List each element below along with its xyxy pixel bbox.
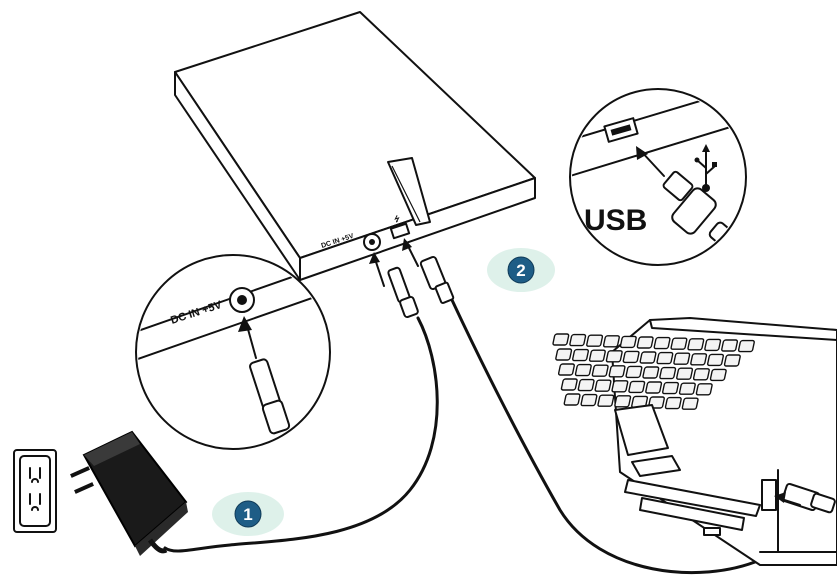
keyboard-key [608,365,626,378]
keyboard-key [611,380,629,393]
keyboard-key [642,366,660,379]
keyboard-key [639,351,657,364]
keyboard-key [594,379,612,392]
keyboard-key [704,338,722,352]
keyboard-key [555,348,573,361]
laptop [552,317,837,566]
external-drive: DC IN +5V ⭍ [174,11,536,281]
keyboard-key [706,353,725,367]
keyboard-key [659,366,677,380]
keyboard-key [560,378,578,391]
dc-plug-at-drive [369,252,419,319]
keyboard-key [614,395,632,408]
keyboard-key [709,368,727,382]
keyboard-key [628,380,646,394]
keyboard-key [681,397,699,410]
step-1-badge: 1 [212,492,284,536]
keyboard-key [737,339,755,353]
keyboard-key [552,333,570,346]
keyboard-key [572,348,590,362]
laptop-keyboard [552,333,755,410]
keyboard-key [670,337,688,350]
keyboard-key [563,393,581,406]
keyboard-key [662,381,680,395]
keyboard-key [664,396,682,410]
keyboard-key [636,336,654,349]
step-2-badge: 2 [487,248,555,292]
dc-port-zoom: DC IN +5V [135,254,331,450]
keyboard-key [676,367,694,380]
keyboard-key [678,382,696,395]
keyboard-key [577,378,595,392]
usb-plug-at-laptop [774,482,836,514]
usb-plug-at-drive [402,238,455,304]
keyboard-key [580,393,598,407]
usb-icon [694,144,717,192]
keyboard-key [591,364,609,377]
keyboard-key [574,363,592,377]
keyboard-key [723,354,741,367]
power-cable [163,316,439,553]
keyboard-key [569,333,587,347]
power-outlet-icon [13,449,57,533]
keyboard-key [622,350,640,364]
keyboard-key [605,350,623,363]
step-2-number: 2 [516,261,525,280]
svg-text:⭍: ⭍ [393,214,401,223]
keyboard-key [602,335,620,348]
keyboard-key [588,349,606,362]
keyboard-key [690,353,708,366]
keyboard-key [687,338,705,351]
power-plug-icon [70,430,188,556]
keyboard-key [619,335,637,349]
keyboard-key [692,368,710,381]
keyboard-key [721,339,739,352]
keyboard-key [586,334,604,347]
keyboard-key [597,394,615,407]
keyboard-key [645,381,663,394]
keyboard-key [656,351,674,365]
keyboard-key [673,352,691,365]
usb-port-zoom: USB [569,88,747,266]
usb-label: USB [584,204,647,237]
keyboard-key [695,383,713,396]
keyboard-key [557,363,575,376]
keyboard-key [653,336,671,350]
step-1-number: 1 [243,505,252,524]
keyboard-key [625,365,643,379]
